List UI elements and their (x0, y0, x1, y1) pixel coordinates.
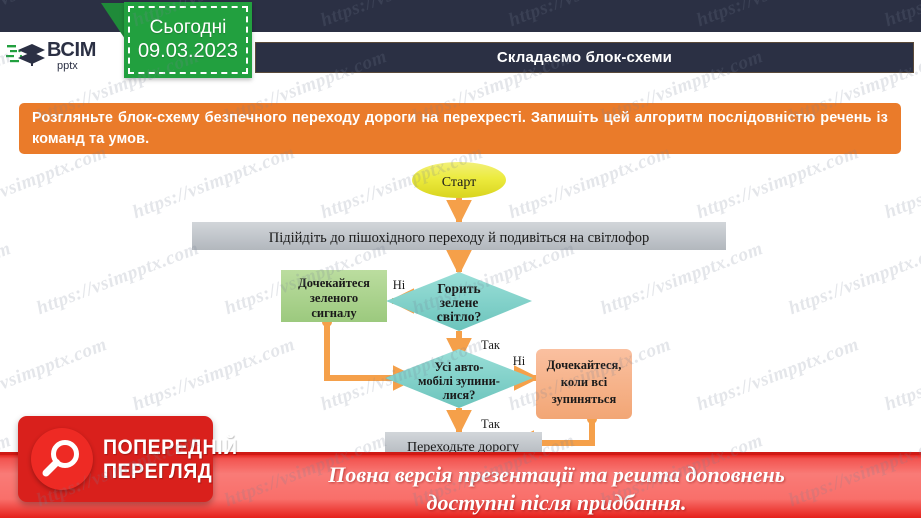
graduation-cap-icon (6, 39, 46, 73)
edge-label-green-yes: Так (481, 338, 501, 352)
flow-node-wait-green-line2: зеленого (310, 291, 358, 305)
logo-wordmark: ВСІМ pptx (47, 40, 96, 72)
flow-node-wait-cars-line3: зупиняться (552, 392, 617, 406)
flow-node-wait-green-line1: Дочекайтеся (298, 276, 370, 290)
flowchart: Старт Підійдіть до пішохідного переходу … (0, 160, 921, 460)
flow-node-cars-question-line3: лися? (443, 388, 476, 402)
flow-node-start-label: Старт (442, 175, 477, 190)
flow-node-green-question: Горить зелене світло? (386, 272, 532, 331)
preview-badge-line-2: ПЕРЕГЛЯД (103, 459, 213, 483)
instruction-banner: Розгляньте блок-схему безпечного переход… (17, 101, 903, 156)
flow-node-wait-green: Дочекайтеся зеленого сигналу (281, 270, 387, 322)
today-date-badge: Сьогодні 09.03.2023 (124, 2, 252, 78)
edge-label-cars-no: Ні (513, 354, 526, 368)
preview-badge-line-1: ПОПЕРЕДНІЙ (103, 435, 238, 459)
flow-node-cars-question-line2: мобілі зупини- (418, 374, 500, 388)
flow-node-green-question-line1: Горить (437, 281, 480, 296)
flow-node-approach: Підійдіть до пішохідного переходу й поди… (192, 222, 726, 250)
flow-node-approach-label: Підійдіть до пішохідного переходу й поди… (269, 230, 650, 246)
flow-node-wait-cars: Дочекайтеся, коли всі зупиняться (536, 349, 632, 419)
flow-node-wait-green-line3: сигналу (311, 306, 357, 320)
footer-line-1: Повна версія презентації та решта доповн… (328, 462, 785, 487)
today-date: 09.03.2023 (137, 40, 239, 63)
flow-node-cars-question-line1: Усі авто- (434, 360, 483, 374)
flow-node-cars-question: Усі авто- мобілі зупини- лися? (385, 349, 533, 408)
preview-badge-text: ПОПЕРЕДНІЙ ПЕРЕГЛЯД (103, 437, 248, 482)
slide-title-bar: Складаємо блок-схеми (255, 42, 914, 73)
flow-node-wait-cars-line2: коли всі (561, 375, 608, 389)
footer-message: Повна версія презентації та решта доповн… (200, 461, 913, 516)
flow-node-wait-cars-line1: Дочекайтеся, (547, 358, 622, 372)
flow-node-cross-label: Переходьте дорогу (407, 440, 519, 455)
footer-line-2: доступні після придбання. (426, 489, 687, 515)
magnifier-icon (31, 428, 93, 490)
instruction-text: Розгляньте блок-схему безпечного переход… (32, 110, 888, 147)
edge-label-green-no: Ні (393, 278, 406, 292)
logo-name: ВСІМ (47, 39, 97, 61)
brand-logo: ВСІМ pptx (6, 36, 102, 76)
ribbon-tail (101, 3, 125, 39)
flow-node-green-question-line3: світло? (437, 309, 481, 324)
preview-badge: ПОПЕРЕДНІЙ ПЕРЕГЛЯД (18, 416, 237, 502)
flow-node-start: Старт (412, 162, 506, 198)
page-title: Складаємо блок-схеми (496, 49, 673, 66)
logo-subtitle: pptx (57, 60, 78, 72)
today-label: Сьогодні (149, 16, 227, 38)
flow-node-green-question-line2: зелене (440, 295, 479, 310)
edge-label-cars-yes: Так (481, 417, 501, 431)
